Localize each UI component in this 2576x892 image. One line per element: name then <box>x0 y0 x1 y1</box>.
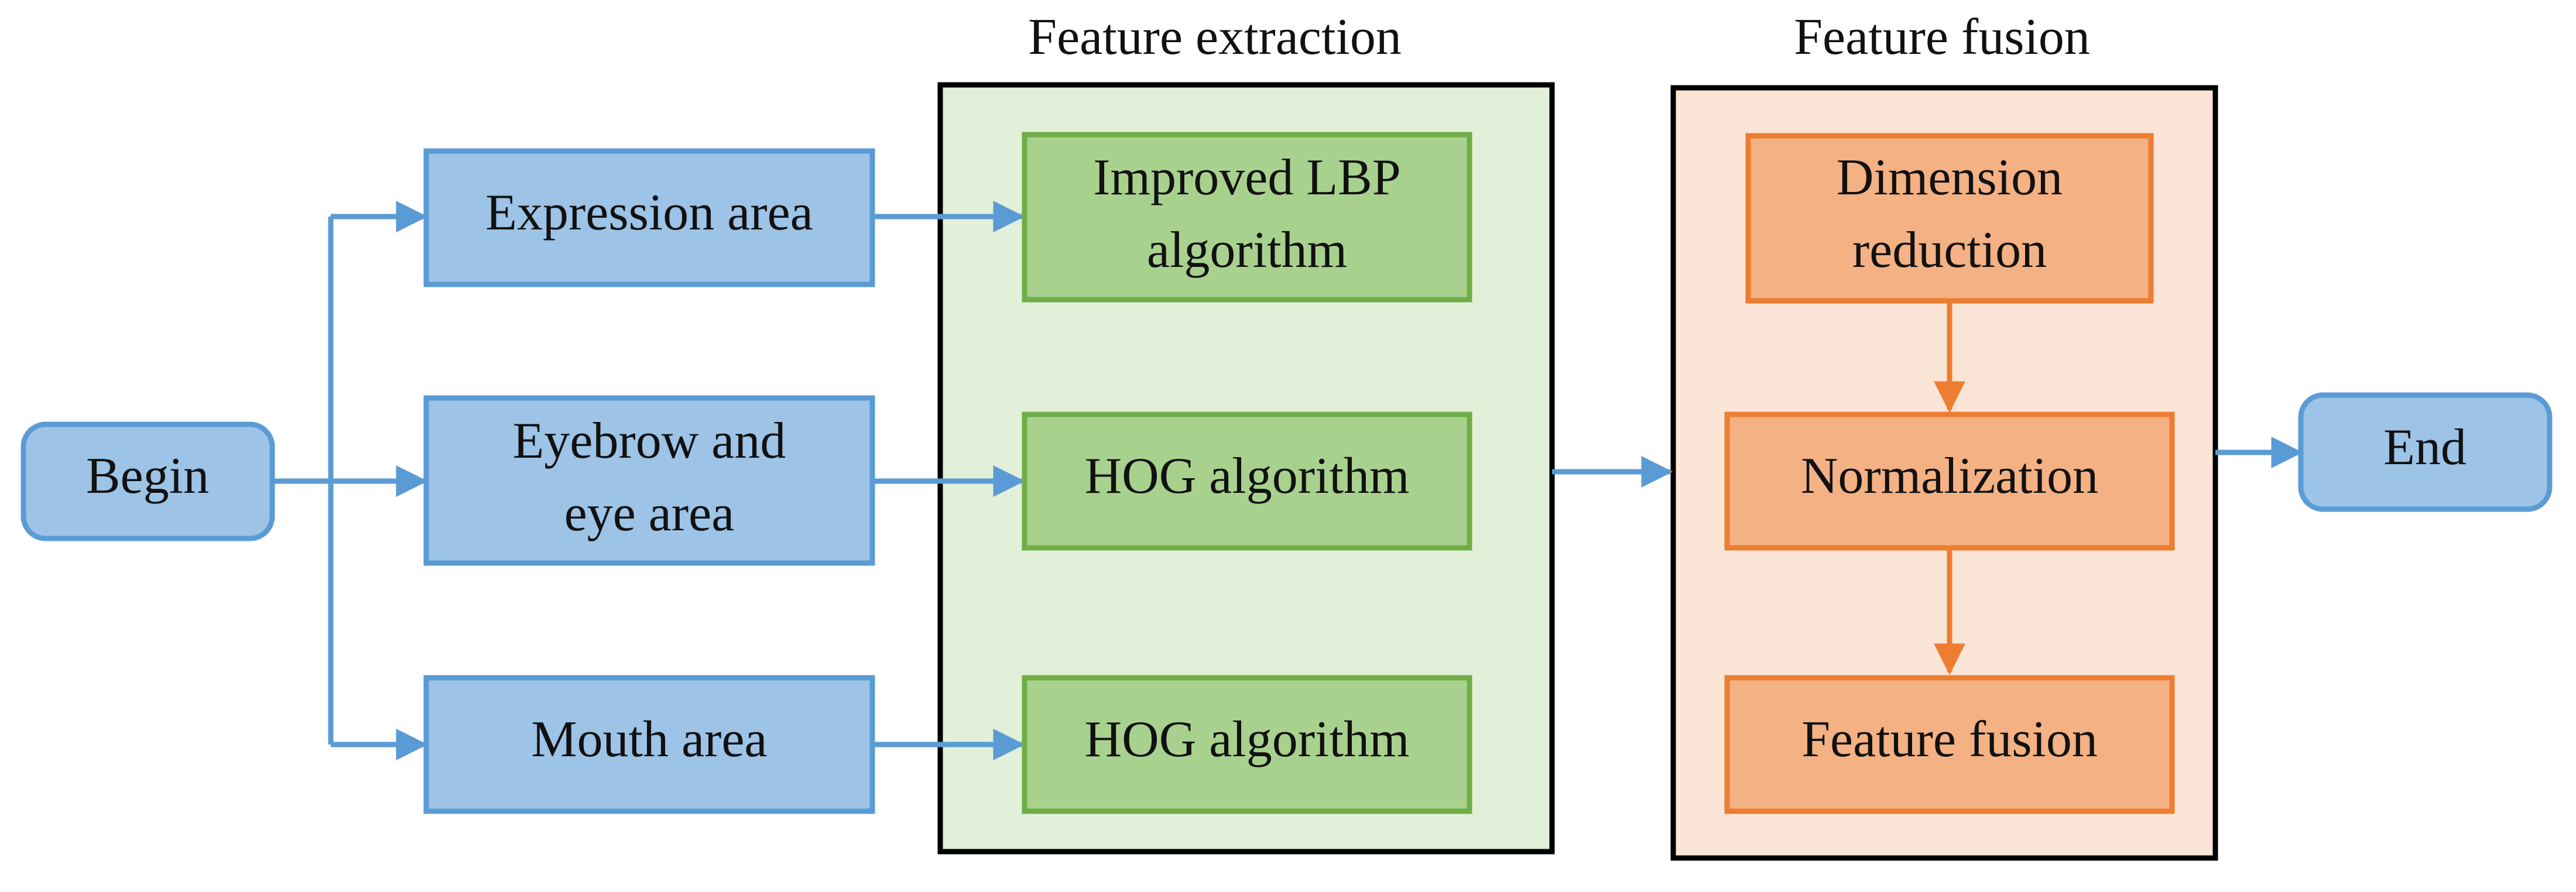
svg-text:eye area: eye area <box>564 485 735 542</box>
expression-area-node: Expression area <box>423 148 875 287</box>
svg-text:Begin: Begin <box>86 448 209 505</box>
svg-text:Dimension: Dimension <box>1837 149 2063 206</box>
feature-fusion-node: Feature fusion <box>1724 675 2175 814</box>
end-node: End <box>2298 392 2553 512</box>
improved-lbp-node: Improved LBP algorithm <box>1022 132 1472 303</box>
eyebrow-eye-area-node: Eyebrow and eye area <box>423 395 875 566</box>
dimension-reduction-node: Dimension reduction <box>1745 133 2154 304</box>
hog-algorithm-mouth-node: HOG algorithm <box>1022 675 1472 814</box>
svg-text:reduction: reduction <box>1852 222 2047 279</box>
hog-algorithm-eye-node: HOG algorithm <box>1022 411 1472 551</box>
svg-text:HOG algorithm: HOG algorithm <box>1085 448 1410 505</box>
svg-text:Feature fusion: Feature fusion <box>1801 711 2098 768</box>
begin-node: Begin <box>20 421 275 541</box>
svg-text:Eyebrow and: Eyebrow and <box>513 413 786 469</box>
svg-text:Expression area: Expression area <box>485 184 813 241</box>
feature-fusion-title: Feature fusion <box>1794 9 2090 66</box>
feature-extraction-title: Feature extraction <box>1028 9 1402 66</box>
svg-text:Normalization: Normalization <box>1801 448 2098 505</box>
blue-connectors <box>272 201 2303 760</box>
svg-text:Mouth area: Mouth area <box>531 711 767 768</box>
mouth-area-node: Mouth area <box>423 675 875 814</box>
normalization-node: Normalization <box>1724 411 2175 551</box>
svg-text:algorithm: algorithm <box>1147 222 1347 279</box>
svg-text:Improved LBP: Improved LBP <box>1093 149 1401 206</box>
svg-text:HOG algorithm: HOG algorithm <box>1085 711 1410 768</box>
svg-text:End: End <box>2383 419 2467 476</box>
